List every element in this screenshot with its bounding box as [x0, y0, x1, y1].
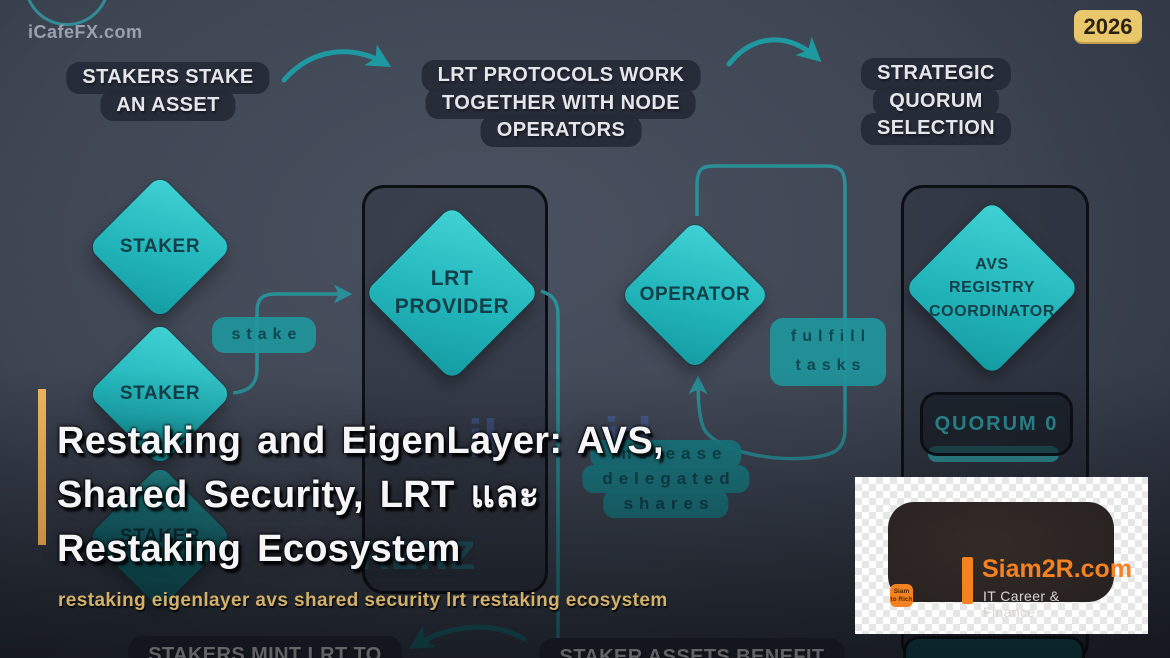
lrt-provider-label: PROVIDER [394, 295, 510, 318]
brand-name: Siam2R.com [982, 555, 1133, 583]
brand-accent-bar [962, 557, 973, 604]
arrow-bottom-badges [408, 624, 527, 650]
title-line-2: Shared Security, LRT และ [57, 474, 540, 516]
fulfill-tasks-line: tasks [795, 357, 867, 374]
bottom-badge-staker-assets: STAKER ASSETS BENEFIT [539, 638, 845, 658]
header-line: SELECTION [860, 113, 1012, 145]
avs-registry-diamond: AVS REGISTRY COORDINATOR [904, 200, 1080, 376]
header-line: STAKERS STAKE [66, 62, 270, 94]
staker-diamond-1: STAKER [87, 174, 233, 320]
header-stakers-stake-an-asset: STAKERS STAKE AN ASSET [66, 62, 270, 122]
siam-to-rich-line: to Rich [890, 595, 913, 603]
brand-tagline: IT Career & Finance [983, 588, 1060, 620]
siam-to-rich-logo: Siam to Rich [890, 584, 913, 607]
header-lrt-protocols: LRT PROTOCOLS WORK TOGETHER WITH NODE OP… [421, 60, 701, 147]
video-title: Restaking and EigenLayer: AVS, Shared Se… [57, 414, 664, 576]
operator-diamond: OPERATOR [620, 220, 770, 370]
brand-watermark-overlay: Siam2R.com IT Career & Finance Siam to R… [855, 477, 1148, 634]
header-line: STRATEGIC [861, 58, 1011, 90]
arrow-header-1-to-2 [281, 44, 392, 83]
title-line-1: Restaking and EigenLayer: AVS, [57, 420, 664, 462]
brand-card: Siam2R.com IT Career & Finance [888, 502, 1132, 620]
staker-label: STAKER [119, 236, 201, 257]
header-line: AN ASSET [100, 89, 236, 122]
avs-registry-label: AVS REGISTRY [949, 256, 1035, 297]
header-strategic-quorum: STRATEGIC QUORUM SELECTION [860, 58, 1012, 145]
title-line-3: Restaking Ecosystem [57, 528, 461, 570]
quorum-0-box: QUORUM 0 [920, 392, 1073, 456]
bottom-badge-label: STAKER ASSETS BENEFIT [539, 638, 845, 658]
bottom-badge-label: STAKERS MINT LRT TO [128, 636, 402, 658]
keywords-subtitle: restaking eigenlayer avs shared security… [58, 590, 668, 611]
lrt-provider-diamond: LRT PROVIDER [364, 205, 540, 381]
fulfill-tasks-label: fulfill tasks [770, 318, 886, 386]
lrt-provider-label: LRT [430, 266, 474, 290]
arrow-header-2-to-3 [726, 36, 822, 67]
header-line: OPERATORS [480, 115, 642, 147]
title-accent-bar [38, 389, 46, 545]
stake-label: stake [212, 317, 316, 353]
siam-to-rich-line: Siam [893, 588, 910, 596]
quorum-1-box-cut [903, 636, 1085, 658]
avs-registry-label: COORDINATOR [929, 302, 1056, 320]
operator-label: OPERATOR [639, 284, 751, 305]
header-line: LRT PROTOCOLS WORK [421, 60, 701, 92]
fulfill-tasks-line: fulfill [790, 328, 872, 346]
bottom-badge-stakers-mint: STAKERS MINT LRT TO [128, 636, 402, 658]
